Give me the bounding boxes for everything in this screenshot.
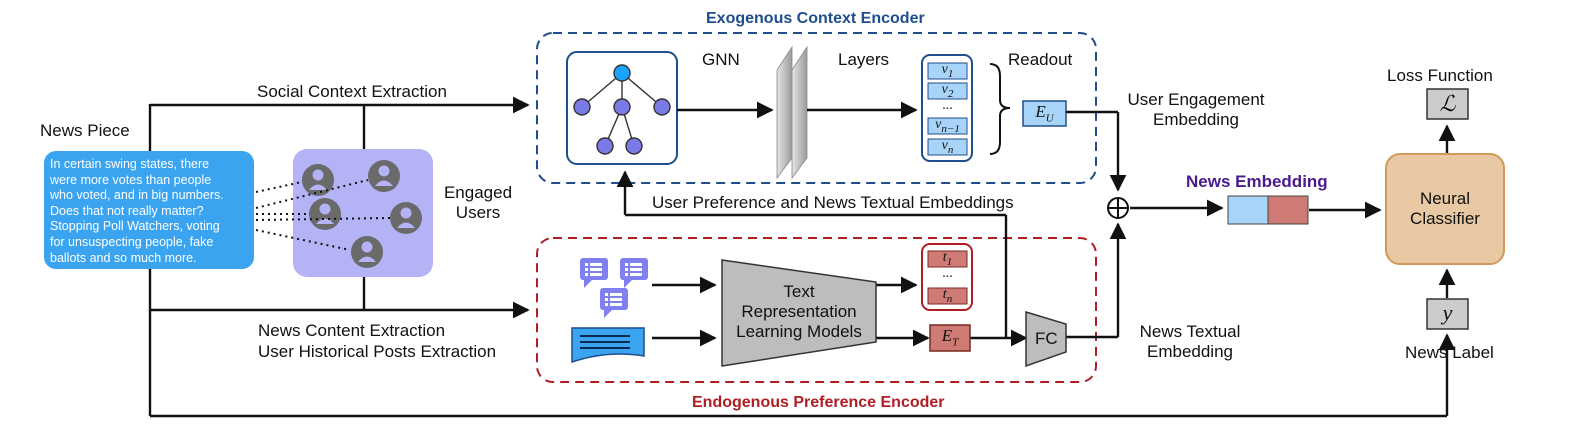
text-representation-label: Text Representation Learning Models xyxy=(736,282,862,341)
gnn-layers-icon xyxy=(776,45,808,180)
loss-box xyxy=(1426,88,1469,120)
news-document-icon xyxy=(571,327,645,364)
text-representation-model xyxy=(721,259,877,367)
user-dotted-links xyxy=(255,179,391,251)
v1-label: v1 xyxy=(941,62,954,80)
readout-brace xyxy=(989,63,1011,155)
news-label-label: News Label xyxy=(1405,343,1494,362)
t1-label: t1 xyxy=(942,250,953,268)
vn-cell xyxy=(927,138,968,156)
endogenous-encoder-title: Endogenous Preference Encoder xyxy=(692,394,945,411)
news-content-extraction-label: News Content Extraction xyxy=(258,321,446,340)
exogenous-encoder-title: Exogenous Context Encoder xyxy=(706,10,925,27)
tn-label: tn xyxy=(942,287,953,305)
endogenous-encoder-box xyxy=(536,237,1097,383)
readout-label: Readout xyxy=(1008,50,1073,69)
user-posts-icon xyxy=(580,258,648,318)
news-embedding-user-part xyxy=(1227,195,1269,225)
user-pref-news-textual-label: User Preference and News Textual Embeddi… xyxy=(652,193,1014,212)
eu-box xyxy=(1022,100,1067,127)
news-embedding-text-part xyxy=(1267,195,1309,225)
neural-classifier-box xyxy=(1385,153,1505,265)
vn1-cell xyxy=(927,117,968,135)
neural-classifier-label: Neural Classifier xyxy=(1410,189,1480,228)
v1-cell xyxy=(927,62,968,80)
news-piece-label: News Piece xyxy=(40,121,130,140)
news-piece-text: In certain swing states, there were more… xyxy=(44,151,254,269)
loss-symbol: ℒ xyxy=(1439,91,1456,116)
exogenous-encoder-box xyxy=(536,32,1097,184)
news-embedding-title: News Embedding xyxy=(1186,172,1328,191)
user-historical-posts-label: User Historical Posts Extraction xyxy=(258,342,497,361)
news-textual-embedding-label: News Textual Embedding xyxy=(1139,322,1241,361)
graph-icon xyxy=(573,64,671,155)
label-box xyxy=(1426,298,1469,330)
loss-function-label: Loss Function xyxy=(1387,66,1493,85)
vn1-label: vn−1 xyxy=(935,117,960,135)
t-dots-label: ... xyxy=(942,266,953,281)
label-symbol: y xyxy=(1442,300,1453,325)
et-box xyxy=(929,324,971,352)
tn-cell xyxy=(927,287,968,305)
v-dots-label: ... xyxy=(942,98,953,113)
fc-layer xyxy=(1025,310,1067,368)
eu-label: EU xyxy=(1035,102,1054,125)
engaged-users-label: Engaged Users xyxy=(443,183,513,222)
social-context-extraction-label: Social Context Extraction xyxy=(257,82,447,101)
user-icons xyxy=(302,160,422,268)
vn-label: vn xyxy=(941,138,954,156)
user-engagement-embedding-label: User Engagement Embedding xyxy=(1127,90,1265,129)
v2-cell xyxy=(927,82,968,100)
v2-label: v2 xyxy=(941,82,954,100)
layers-label: Layers xyxy=(838,50,890,69)
connection-lines xyxy=(148,96,1456,418)
fc-label: FC xyxy=(1035,329,1058,348)
et-label: ET xyxy=(941,326,959,349)
t1-cell xyxy=(927,250,968,268)
gnn-label: GNN xyxy=(702,50,740,69)
